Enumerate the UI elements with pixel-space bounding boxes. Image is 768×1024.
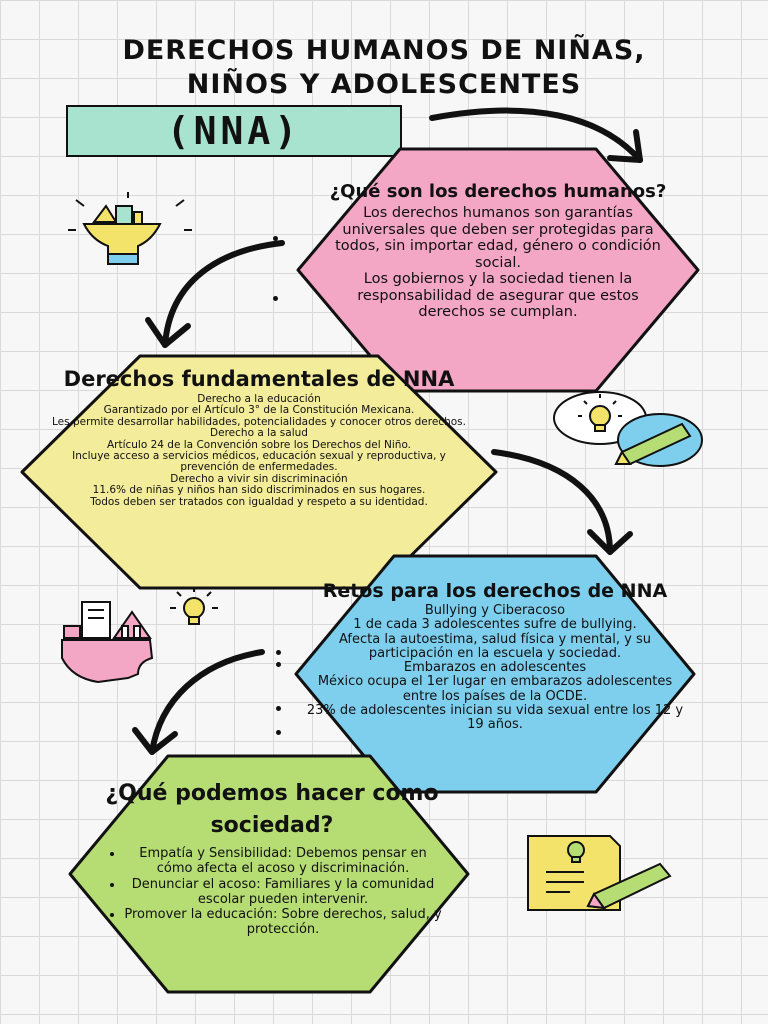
list-item: Empatía y Sensibilidad: Debemos pensar e… [124, 846, 442, 877]
text-line: México ocupa el 1er lugar en embarazos a… [317, 674, 673, 704]
text-line: Incluye acceso a servicios médicos, educ… [72, 450, 446, 474]
lightbulb-pencil-icon [553, 391, 703, 467]
action-list: Empatía y Sensibilidad: Debemos pensar e… [102, 846, 442, 938]
text-line: 1 de cada 3 adolescentes sufre de bullyi… [353, 617, 637, 633]
paragraph: Los derechos humanos son garantías unive… [335, 205, 661, 271]
text-line: Les permite desarrollar habilidades, pot… [52, 415, 466, 428]
section-heading: ¿Qué podemos hacer como sociedad? [105, 781, 439, 838]
bullet-dot [276, 662, 281, 667]
hexagon-green [68, 754, 470, 994]
section-what-are-rights: ¿Qué son los derechos humanos? Los derec… [292, 145, 704, 395]
section-what-can-we-do: ¿Qué podemos hacer como sociedad? Empatí… [66, 752, 472, 996]
text-line: Derecho a la salud [210, 427, 308, 440]
books-head-icon [61, 588, 218, 684]
document-pencil-icon [527, 835, 672, 911]
text-line: Embarazos en adolescentes [403, 660, 587, 676]
page-title: DERECHOS HUMANOS DE NIÑAS, NIÑOS Y ADOLE… [40, 34, 728, 102]
text-line: Derecho a la educación [197, 393, 321, 405]
section-heading: Retos para los derechos de NNA [322, 580, 668, 602]
subtitle-box: (NNA) [66, 105, 402, 157]
bullet-dot [273, 236, 278, 241]
section-heading: Derechos fundamentales de NNA [63, 367, 455, 391]
paragraph: Los gobiernos y la sociedad tienen la re… [357, 271, 639, 320]
bullet-dot [276, 650, 281, 655]
lightbulb-head-icon [68, 192, 192, 265]
text-line: Bullying y Ciberacoso [424, 603, 566, 618]
bullet-dot [276, 706, 281, 711]
bullet-dot [276, 730, 281, 735]
text-line: Garantizado por el Artículo 3° de la Con… [103, 404, 415, 417]
hexagon-yellow [20, 354, 498, 590]
bullet-dot [273, 296, 278, 301]
title-line-2: NIÑOS Y ADOLESCENTES [186, 69, 582, 100]
text-line: 11.6% de niñas y niños han sido discrimi… [92, 484, 426, 497]
text-line: Todos deben ser tratados con igualdad y … [90, 495, 428, 508]
text-line: Derecho a vivir sin discriminación [170, 472, 348, 485]
subtitle: (NNA) [166, 109, 302, 153]
text-line: 23% de adolescentes inician su vida sexu… [306, 703, 684, 733]
list-item: Promover la educación: Sobre derechos, s… [124, 907, 442, 938]
list-item: Denunciar el acoso: Familiares y la comu… [124, 877, 442, 908]
section-heading: ¿Qué son los derechos humanos? [329, 181, 667, 202]
text-line: Afecta la autoestima, salud física y men… [339, 631, 651, 661]
title-line-1: DERECHOS HUMANOS DE NIÑAS, [122, 35, 646, 66]
text-line: Artículo 24 de la Convención sobre los D… [106, 438, 412, 451]
section-fundamental-rights: Derechos fundamentales de NNA Derecho a … [18, 352, 500, 592]
